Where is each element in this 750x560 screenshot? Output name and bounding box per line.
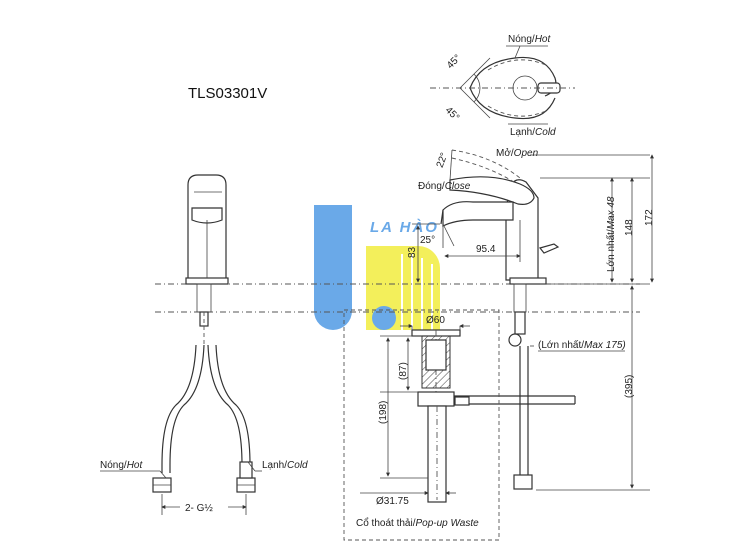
thread-size-label: 2- G½ <box>185 503 213 514</box>
height-198-label: (198) <box>378 401 389 424</box>
popup-waste: Ø60 (87) (198) Ø31.75 Cổ thoát thải/Pop-… <box>343 309 500 541</box>
diameter-3175-label: Ø31.75 <box>376 496 409 507</box>
front-hot-label: Nóng/Hot <box>100 460 143 471</box>
diameter-60-label: Ø60 <box>426 315 445 326</box>
height-148-label: 148 <box>624 219 635 236</box>
close-label: Đóng/Close <box>418 181 471 192</box>
watermark-logo: LA HÀO <box>314 205 440 330</box>
side-view: 22° Mở/Open Đóng/Close 25° 83 95.4 Lớn n… <box>407 147 655 491</box>
angle-open-label: 22° <box>435 151 451 169</box>
reach-label: 95.4 <box>476 244 496 255</box>
front-view: Nóng/Hot Lạnh/Cold 2- G½ <box>100 174 308 515</box>
height-83-label: 83 <box>407 246 418 258</box>
front-cold-label: Lạnh/Cold <box>262 460 308 471</box>
height-395-label: (395) <box>624 375 635 398</box>
watermark-text: LA HÀO <box>370 219 439 236</box>
popup-waste-label: Cổ thoát thải/Pop-up Waste <box>356 517 479 529</box>
handle-top-view: 45° 45° Nóng/Hot Lạnh/Cold <box>430 34 575 138</box>
max175-label: (Lớn nhất/Max 175) <box>538 339 626 351</box>
handle-angle-top: 45° <box>445 53 463 71</box>
spout-angle-label: 25° <box>420 235 435 246</box>
handle-hot-label: Nóng/Hot <box>508 34 551 45</box>
open-label: Mở/Open <box>496 147 539 159</box>
max48-label: Lớn nhất/Max 48 <box>605 196 617 272</box>
handle-angle-bottom: 45° <box>443 105 461 123</box>
height-87-label: (87) <box>398 362 409 380</box>
handle-cold-label: Lạnh/Cold <box>510 127 556 138</box>
height-172-label: 172 <box>644 209 655 226</box>
model-title: TLS03301V <box>188 85 267 102</box>
